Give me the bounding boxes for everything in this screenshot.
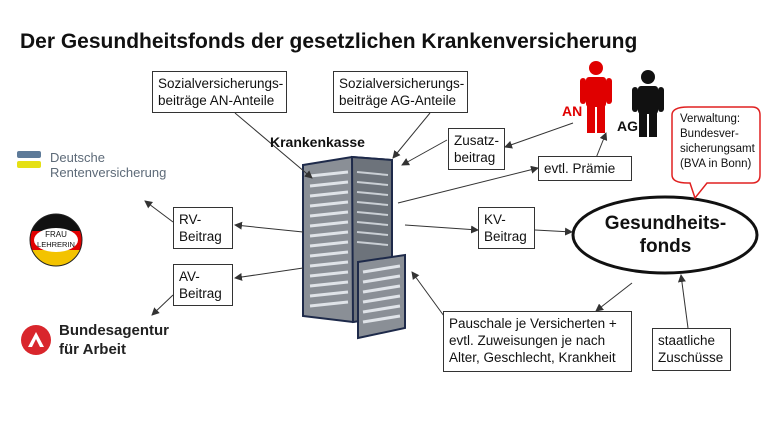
frau-lehrerin-badge-icon: FRAU LEHRERIN	[29, 213, 83, 267]
arrow-zusatz-to-kasse	[401, 139, 448, 166]
box-an-anteile: Sozialversicherungs- beiträge AN-Anteile	[152, 71, 287, 113]
krankenkasse-label: Krankenkasse	[270, 134, 365, 150]
arrow-fonds-to-pauschale	[595, 282, 633, 312]
box-praemie: evtl. Prämie	[538, 156, 632, 181]
box-pauschale: Pauschale je Versicherten + evtl. Zuweis…	[443, 311, 632, 372]
drv-logo-text: Deutsche Rentenversicherung	[50, 150, 167, 180]
gesundheitsfonds-label: Gesundheits- fonds	[604, 213, 727, 257]
arrow-pauschale-to-kasse	[411, 271, 445, 317]
building-icon	[302, 155, 406, 340]
arrow-ag-to-kasse	[392, 112, 431, 159]
ba-logo-icon	[21, 325, 51, 355]
arrow-zuschuesse-to-fonds	[677, 274, 689, 329]
arrow-an-to-kasse	[234, 112, 313, 179]
arrow-an-to-zusatz	[504, 122, 574, 149]
box-ag-anteile: Sozialversicherungs- beiträge AG-Anteile	[333, 71, 468, 113]
arrow-rv-to-drv	[144, 200, 174, 223]
svg-text:LEHRERIN: LEHRERIN	[37, 240, 75, 249]
arrow-kasse-to-kv	[404, 224, 479, 234]
arrow-kasse-to-av	[234, 267, 304, 281]
gesundheitsfonds-ellipse	[571, 195, 759, 275]
box-rv-beitrag: RV- Beitrag	[173, 207, 233, 249]
arrow-praemie-to-an	[595, 132, 608, 159]
an-label: AN	[562, 103, 583, 119]
ag-label: AG	[617, 118, 638, 134]
arrow-av-to-ba	[151, 294, 174, 316]
person-icon	[580, 61, 612, 133]
arrow-kasse-to-rv	[234, 221, 304, 233]
box-zusatzbeitrag: Zusatz- beitrag	[448, 128, 505, 170]
arrow-kasse-to-praemie	[397, 165, 539, 204]
page-title: Der Gesundheitsfonds der gesetzlichen Kr…	[20, 30, 638, 53]
box-zuschuesse: staatliche Zuschüsse	[652, 328, 731, 371]
svg-text:FRAU: FRAU	[45, 230, 67, 239]
bva-callout	[671, 106, 761, 200]
box-kv-beitrag: KV- Beitrag	[478, 207, 535, 249]
arrow-kv-to-fonds	[534, 227, 573, 236]
drv-logo-icon	[17, 151, 41, 168]
person-icon	[632, 70, 664, 137]
box-av-beitrag: AV- Beitrag	[173, 264, 233, 306]
verwaltung-text: Verwaltung: Bundesver- sicherungsamt (BV…	[680, 113, 755, 170]
ba-logo-text: Bundesagentur für Arbeit	[59, 322, 170, 358]
